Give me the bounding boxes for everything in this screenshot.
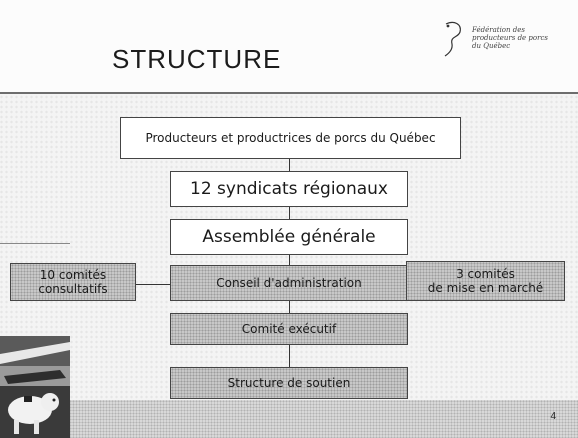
fpq-logo: Fédération des producteurs de porcs du Q… (440, 18, 570, 66)
box-support-structure-label: Structure de soutien (227, 376, 351, 390)
box-general-assembly-label: Assemblée générale (202, 227, 376, 247)
connector-left-committees (136, 284, 170, 285)
box-support-structure: Structure de soutien (170, 367, 408, 399)
box-executive-committee-label: Comité exécutif (241, 322, 337, 336)
connector-assemblee-conseil (289, 255, 290, 265)
slide-header: STRUCTURE Fédération des producteurs de … (0, 0, 578, 94)
box-regional-unions: 12 syndicats régionaux (170, 171, 408, 207)
box-board-of-directors-label: Conseil d'administration (216, 276, 362, 290)
scan-artifact-line (0, 243, 70, 244)
farm-photo (0, 336, 70, 438)
box-board-of-directors: Conseil d'administration (170, 265, 408, 301)
box-advisory-committees-line2: consultatifs (38, 282, 108, 296)
box-marketing-committees: 3 comités de mise en marché (406, 261, 565, 301)
box-regional-unions-label: 12 syndicats régionaux (190, 179, 388, 199)
connector-conseil-executif (289, 301, 290, 313)
box-marketing-committees-line1: 3 comités (456, 267, 515, 281)
box-advisory-committees-line1: 10 comités (39, 268, 107, 282)
box-general-assembly: Assemblée générale (170, 219, 408, 255)
logo-line-3: du Québec (472, 42, 511, 50)
box-producers-label: Producteurs et productrices de porcs du … (145, 131, 436, 145)
connector-executif-soutien (289, 345, 290, 367)
connector-top-syndicats (289, 159, 290, 171)
pig-logo-icon (444, 21, 461, 57)
box-producers: Producteurs et productrices de porcs du … (120, 117, 461, 159)
slide-title: STRUCTURE (112, 44, 282, 74)
box-advisory-committees: 10 comités consultatifs (10, 263, 136, 301)
page-number: 4 (550, 411, 556, 422)
box-executive-committee: Comité exécutif (170, 313, 408, 345)
logo-line-2: producteurs de porcs (472, 34, 548, 42)
connector-syndicats-assemblee (289, 207, 290, 219)
bottom-texture-strip (0, 400, 578, 438)
box-marketing-committees-line2: de mise en marché (427, 281, 544, 295)
logo-line-1: Fédération des (472, 26, 525, 34)
